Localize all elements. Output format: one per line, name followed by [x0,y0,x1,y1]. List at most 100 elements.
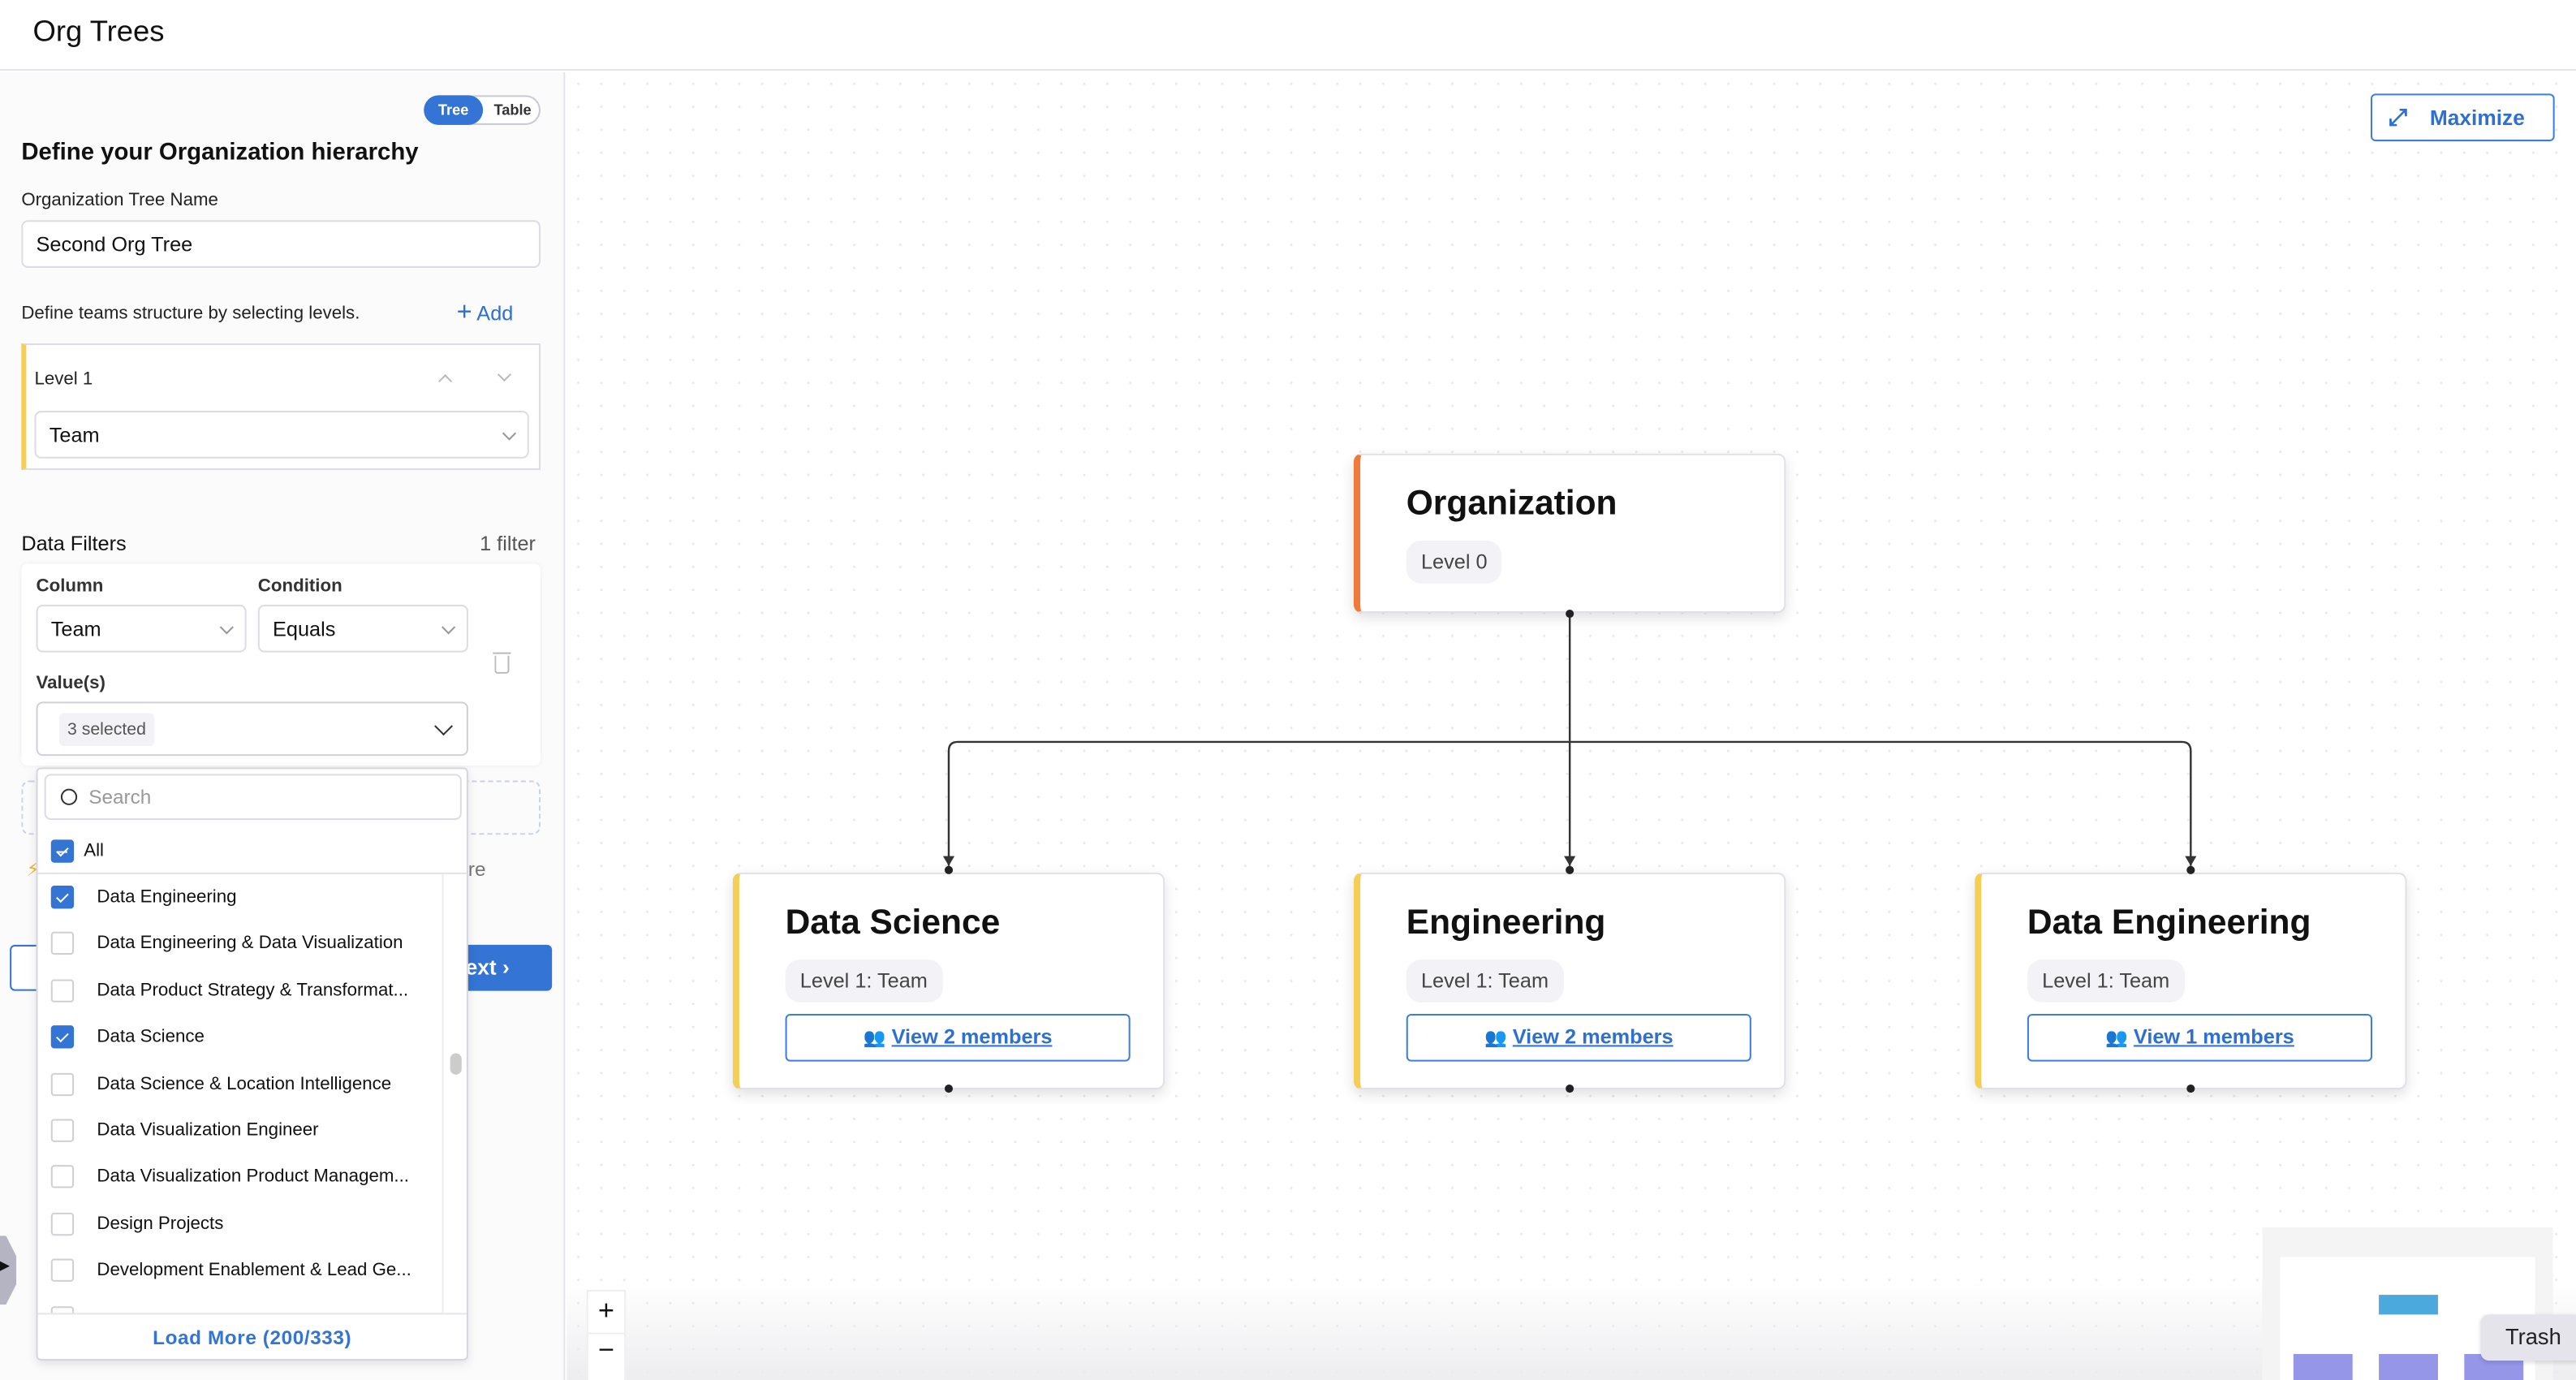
checkbox[interactable] [50,1212,75,1236]
zoom-controls: + − [586,1290,627,1380]
node-title: Data Science [785,903,1001,942]
expand-icon: ⤢ [2389,103,2407,130]
option-item[interactable]: Data Visualization Product Managem... [38,1154,441,1201]
handle-dot[interactable] [1566,1084,1574,1093]
form-heading: Define your Organization hierarchy [21,140,419,166]
option-item-partial[interactable] [38,1294,441,1313]
tree-name-value: Second Org Tree [36,232,193,256]
handle-dot[interactable] [944,865,954,874]
hint-text: re [467,857,486,881]
arrow-icon [1564,856,1576,866]
filters-count: 1 filter [480,532,536,556]
view-members-button[interactable]: 👥 View 2 members [1406,1013,1751,1062]
handle-dot[interactable] [944,1084,954,1093]
minimap-root [2379,1295,2438,1315]
handle-dot[interactable] [2186,865,2195,874]
condition-value: Equals [273,617,336,640]
values-multiselect[interactable]: 3 selected [36,701,468,757]
checkbox[interactable] [50,1072,75,1096]
level-label: Level 1 [34,369,93,390]
tree-name-label: Organization Tree Name [21,190,218,211]
filters-title: Data Filters [21,532,127,556]
view-members-label: View 2 members [1512,1025,1674,1049]
add-label: Add [476,302,514,326]
arrow-icon [2185,856,2197,866]
column-select[interactable]: Team [36,604,247,653]
search-placeholder: Search [88,785,152,809]
option-item[interactable]: Data Science & Location Intelligence [38,1061,441,1107]
condition-select[interactable]: Equals [257,604,468,653]
maximize-label: Maximize [2429,105,2525,130]
option-item[interactable]: Data Engineering & Data Visualization [38,921,441,967]
option-item[interactable]: Design Projects [38,1201,441,1247]
select-all-row[interactable]: All [37,828,467,874]
tree-canvas[interactable] [566,72,2576,1380]
checkbox[interactable] [50,1119,75,1142]
option-label: Data Visualization Product Managem... [97,1167,409,1188]
option-label: Data Visualization Engineer [97,1120,319,1141]
option-label: Development Enablement & Lead Ge... [97,1260,411,1281]
load-more-button[interactable]: Load More (200/333) [37,1313,467,1361]
level-chip: Level 0 [1406,540,1502,584]
indeterminate-checkbox[interactable] [50,839,75,863]
values-label: Value(s) [36,673,106,694]
users-icon: 👥 [2105,1029,2128,1049]
checkbox[interactable] [50,1025,75,1049]
checkbox[interactable] [50,1305,75,1313]
users-icon: 👥 [863,1029,886,1049]
selected-count-chip: 3 selected [58,712,155,745]
add-level-button[interactable]: + Add [456,299,514,327]
checkbox[interactable] [50,932,75,955]
node-title: Organization [1406,485,1618,523]
level-chip: Level 1: Team [785,960,943,1003]
level-chip: Level 1: Team [1406,960,1564,1003]
minimap-child [2379,1353,2438,1380]
option-item[interactable]: Development Enablement & Lead Ge... [38,1248,441,1294]
canvas-fade [566,1281,2576,1380]
toggle-tree[interactable]: Tree [424,95,484,125]
view-members-label: View 1 members [2133,1025,2294,1049]
toggle-table[interactable]: Table [493,101,532,119]
checkbox[interactable] [50,1258,75,1283]
handle-dot[interactable] [1566,865,1574,874]
header: Org Trees [0,0,2576,71]
view-members-label: View 2 members [891,1025,1053,1049]
zoom-in-button[interactable]: + [597,1295,614,1326]
trash-icon[interactable] [493,652,511,674]
view-toggle[interactable]: Tree Table [424,95,541,125]
tree-name-input[interactable]: Second Org Tree [21,220,541,268]
scrollbar[interactable] [442,873,467,1313]
trash-tooltip: Trash [2480,1314,2576,1361]
chevron-right-icon: › [502,955,510,980]
option-item[interactable]: Data Product Strategy & Transformat... [38,968,441,1014]
view-members-button[interactable]: 👥 View 2 members [785,1013,1131,1062]
condition-label: Condition [257,576,342,597]
page-title: Org Trees [32,15,165,48]
view-members-button[interactable]: 👥 View 1 members [2027,1013,2372,1062]
org-root-node[interactable]: Organization Level 0 [1353,453,1786,614]
level-select[interactable]: Team [34,411,529,459]
checkbox[interactable] [50,886,75,909]
option-item[interactable]: Data Engineering [38,874,441,921]
dropdown-search-input[interactable]: Search [44,774,462,821]
maximize-button[interactable]: ⤢ Maximize [2370,93,2555,142]
option-label: Design Projects [97,1214,224,1234]
checkbox[interactable] [50,1165,75,1189]
option-item[interactable]: Data Visualization Engineer [38,1107,441,1154]
handle-dot[interactable] [2186,1084,2195,1093]
scrollbar-thumb[interactable] [450,1053,462,1075]
plus-icon: + [456,299,472,327]
option-label: Data Science & Location Intelligence [97,1074,392,1094]
option-label: Data Engineering & Data Visualization [97,934,403,954]
checkbox[interactable] [50,979,75,1003]
handle-dot[interactable] [1566,609,1574,619]
side-expand-handle[interactable]: ▶ [0,1236,17,1305]
minimap-child [2293,1353,2353,1380]
option-item[interactable]: Data Science [38,1014,441,1060]
zoom-out-button[interactable]: − [588,1332,625,1368]
